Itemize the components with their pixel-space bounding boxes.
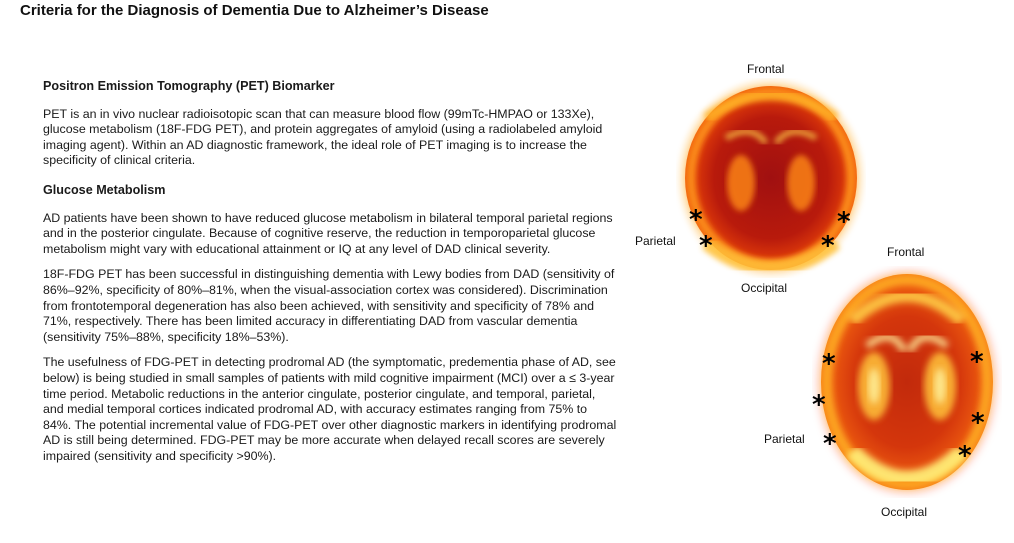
scan1-occipital-label: Occipital (741, 281, 788, 295)
scan1-marker-right-upper: * (837, 207, 851, 237)
paragraph-glucose-1: AD patients have been shown to have redu… (43, 210, 613, 256)
scan1-parietal-label: Parietal (635, 234, 676, 248)
paragraph-glucose-3: The usefulness of FDG-PET in detecting p… (43, 355, 617, 463)
scan2-occipital-label: Occipital (881, 505, 928, 519)
scan1-marker-left-upper: * (689, 205, 703, 235)
scan1-marker-right-lower: * (821, 231, 835, 261)
section-heading-pet: Positron Emission Tomography (PET) Bioma… (43, 79, 335, 93)
scan2-marker-right-3: * (958, 441, 972, 471)
section-heading-glucose: Glucose Metabolism (43, 182, 166, 197)
scan2-frontal-label: Frontal (887, 245, 925, 259)
scan2-marker-left-1: * (822, 349, 836, 379)
scan1-frontal-label: Frontal (747, 62, 785, 76)
scan2-marker-left-3: * (823, 429, 837, 459)
paragraph-glucose-2: 18F-FDG PET has been successful in disti… (43, 267, 615, 344)
scan2-marker-right-2: * (971, 408, 985, 438)
article-text: Positron Emission Tomography (PET) Bioma… (43, 79, 618, 474)
scan1-marker-left-lower: * (699, 231, 713, 261)
pet-scan-2-image (812, 266, 1002, 498)
scan2-marker-right-1: * (970, 347, 984, 377)
page-title: Criteria for the Diagnosis of Dementia D… (20, 2, 489, 19)
pet-scan-1-image (676, 78, 866, 278)
paragraph-pet-intro: PET is an in vivo nuclear radioisotopic … (43, 106, 603, 168)
scan2-parietal-label: Parietal (764, 432, 805, 446)
scan2-marker-left-2: * (812, 390, 826, 420)
